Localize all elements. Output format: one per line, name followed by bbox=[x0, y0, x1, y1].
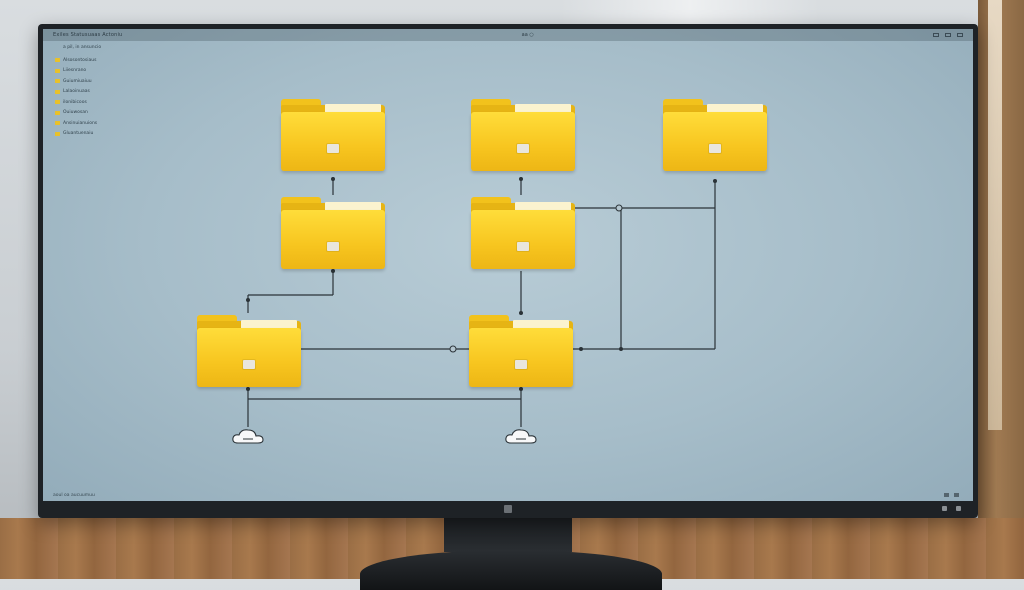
connector-node bbox=[713, 179, 717, 183]
sidebar-item[interactable]: Gluantuenaiu bbox=[55, 129, 125, 140]
connector-node bbox=[331, 269, 335, 273]
monitor-button[interactable] bbox=[942, 506, 947, 511]
monitor-power-button[interactable] bbox=[956, 506, 961, 511]
monitor-stand-neck bbox=[444, 518, 572, 552]
folder-icon[interactable] bbox=[197, 315, 301, 387]
connector-node bbox=[519, 177, 523, 181]
folder-icon[interactable] bbox=[281, 99, 385, 171]
sidebar-item[interactable]: Ansinuianuions bbox=[55, 118, 125, 129]
status-bar: aoul oa aucuumuu bbox=[43, 489, 973, 501]
connector-node bbox=[246, 387, 250, 391]
sidebar-item[interactable]: Alsosontosiaus bbox=[55, 55, 125, 66]
connector-node bbox=[331, 177, 335, 181]
sidebar: a pil, in ansuncio Alsosontosiaus Liiesn… bbox=[55, 45, 125, 145]
sidebar-item-label: Ansinuianuions bbox=[63, 120, 98, 126]
folder-mini-icon bbox=[55, 121, 60, 126]
folder-icon[interactable] bbox=[469, 315, 573, 387]
monitor-stand-base bbox=[360, 550, 662, 590]
folder-mini-icon bbox=[55, 110, 60, 115]
connector-lines bbox=[246, 177, 717, 427]
connector-node bbox=[615, 204, 623, 212]
sidebar-item[interactable]: Guiumiuaiuu bbox=[55, 76, 125, 87]
folder-mini-icon bbox=[55, 89, 60, 94]
status-text: aoul oa aucuumuu bbox=[53, 492, 95, 498]
folder-mini-icon bbox=[55, 100, 60, 105]
maximize-icon[interactable] bbox=[944, 33, 951, 37]
window-title: Exiles Statusuaas Actoniu bbox=[53, 32, 123, 38]
cloud-icon[interactable] bbox=[504, 425, 538, 445]
monitor: Exiles Statusuaas Actoniu aa ○ a pil, in… bbox=[38, 24, 978, 518]
folder-mini-icon bbox=[55, 79, 60, 84]
sidebar-item[interactable]: Lalaoinuaas bbox=[55, 87, 125, 98]
sidebar-item[interactable]: Ouiuwosan bbox=[55, 108, 125, 119]
sidebar-item-label: Liiesnrano bbox=[63, 68, 87, 74]
folder-icon[interactable] bbox=[471, 99, 575, 171]
folder-icon[interactable] bbox=[471, 197, 575, 269]
folder-icon[interactable] bbox=[281, 197, 385, 269]
room-window-frame bbox=[978, 0, 1024, 520]
connector-node bbox=[579, 347, 583, 351]
cloud-icon[interactable] bbox=[231, 425, 265, 445]
sidebar-item-label: Ouiuwosan bbox=[63, 110, 88, 116]
sidebar-item[interactable]: Liiesnrano bbox=[55, 66, 125, 77]
connector-node bbox=[246, 298, 250, 302]
sidebar-item[interactable]: ilonibicoos bbox=[55, 97, 125, 108]
window-title-bar: Exiles Statusuaas Actoniu aa ○ bbox=[43, 29, 973, 41]
sidebar-item-label: Alsosontosiaus bbox=[63, 57, 97, 63]
sidebar-item-label: ilonibicoos bbox=[63, 99, 87, 105]
window-center-label: aa ○ bbox=[521, 32, 534, 38]
sidebar-header: a pil, in ansuncio bbox=[63, 45, 102, 50]
status-indicator-icon bbox=[954, 493, 959, 497]
connector-node bbox=[519, 387, 523, 391]
monitor-logo bbox=[504, 505, 512, 513]
close-icon[interactable] bbox=[956, 33, 963, 37]
screen: Exiles Statusuaas Actoniu aa ○ a pil, in… bbox=[43, 29, 973, 501]
folder-icon[interactable] bbox=[663, 99, 767, 171]
status-indicator-icon bbox=[944, 493, 949, 497]
minimize-icon[interactable] bbox=[932, 33, 939, 37]
connector-node bbox=[619, 347, 623, 351]
window-controls bbox=[932, 33, 963, 37]
sidebar-item-label: Lalaoinuaas bbox=[63, 89, 90, 95]
connector-node bbox=[519, 311, 523, 315]
connector-node bbox=[449, 345, 457, 353]
folder-mini-icon bbox=[55, 58, 60, 63]
sidebar-item-label: Gluantuenaiu bbox=[63, 131, 94, 137]
status-indicators bbox=[944, 493, 959, 497]
sidebar-item-label: Guiumiuaiuu bbox=[63, 78, 92, 84]
folder-mini-icon bbox=[55, 68, 60, 73]
folder-mini-icon bbox=[55, 131, 60, 136]
